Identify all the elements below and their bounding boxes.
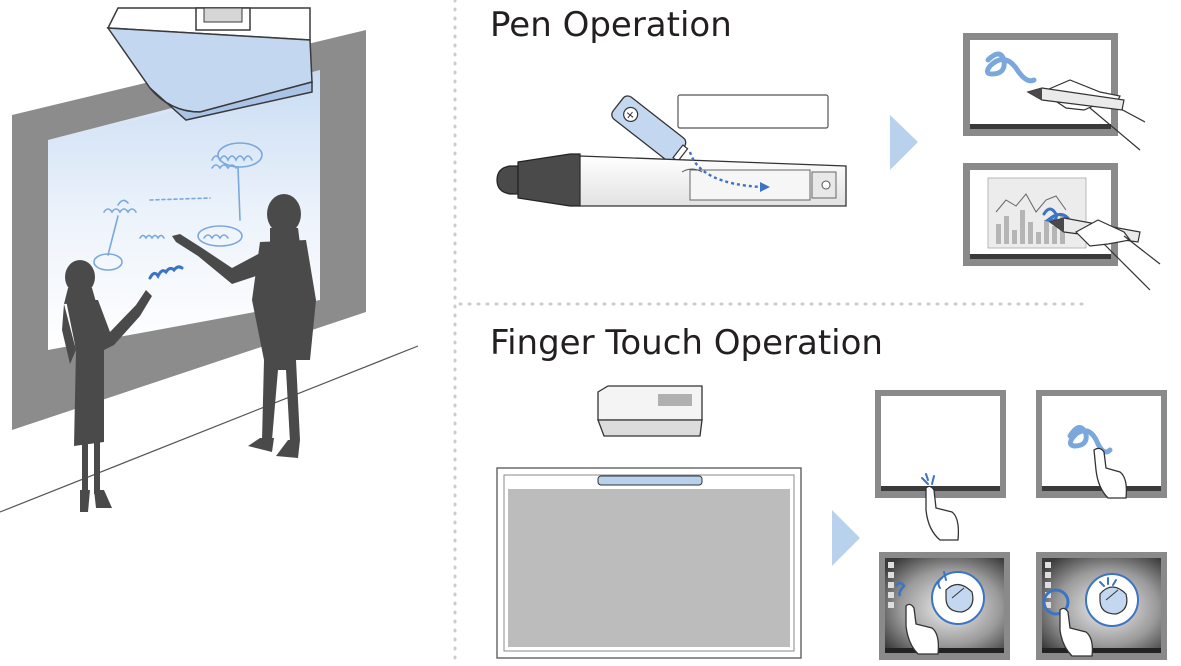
hand-icon: [1059, 607, 1094, 657]
desktop-screen-1: [879, 552, 1010, 660]
whiteboard: [496, 467, 802, 659]
touch-unit: [597, 475, 703, 486]
mouse-icon: [1099, 586, 1128, 615]
hand-icon: [1093, 447, 1128, 499]
desktop-screen-2: [1036, 552, 1167, 660]
screen-annotations: [93, 142, 263, 271]
pen-stroke: [148, 265, 184, 280]
projected-screen: [48, 70, 320, 350]
finger-touch-operation-title: Finger Touch Operation: [490, 323, 883, 363]
touch-screen-1: [875, 390, 1006, 541]
woman-silhouette: [62, 260, 152, 512]
hand-icon: [1075, 219, 1161, 291]
man-silhouette: [172, 194, 316, 458]
pen-screen-2: [963, 163, 1161, 291]
hand-icon: [905, 603, 940, 655]
arrow-right-icon: [890, 115, 918, 170]
touch-screen-2: [1036, 390, 1167, 499]
mouse-icon: [945, 583, 974, 613]
battery-cover: [677, 94, 829, 129]
touch-section: [496, 385, 1167, 660]
arrow-right-icon: [832, 510, 860, 566]
pen-operation-title: Pen Operation: [490, 5, 732, 45]
insert-arrow: [688, 151, 763, 189]
projector-icon: [106, 7, 313, 121]
hand-icon: [925, 485, 960, 541]
pen-icon: [496, 153, 847, 207]
projector-icon: [597, 385, 703, 437]
floor-line: [0, 345, 419, 513]
pen-section: +: [496, 33, 1161, 291]
pen-screen-1: [963, 33, 1146, 151]
interactive-whiteboard-scene: [0, 7, 419, 513]
battery-icon: +: [611, 95, 689, 163]
